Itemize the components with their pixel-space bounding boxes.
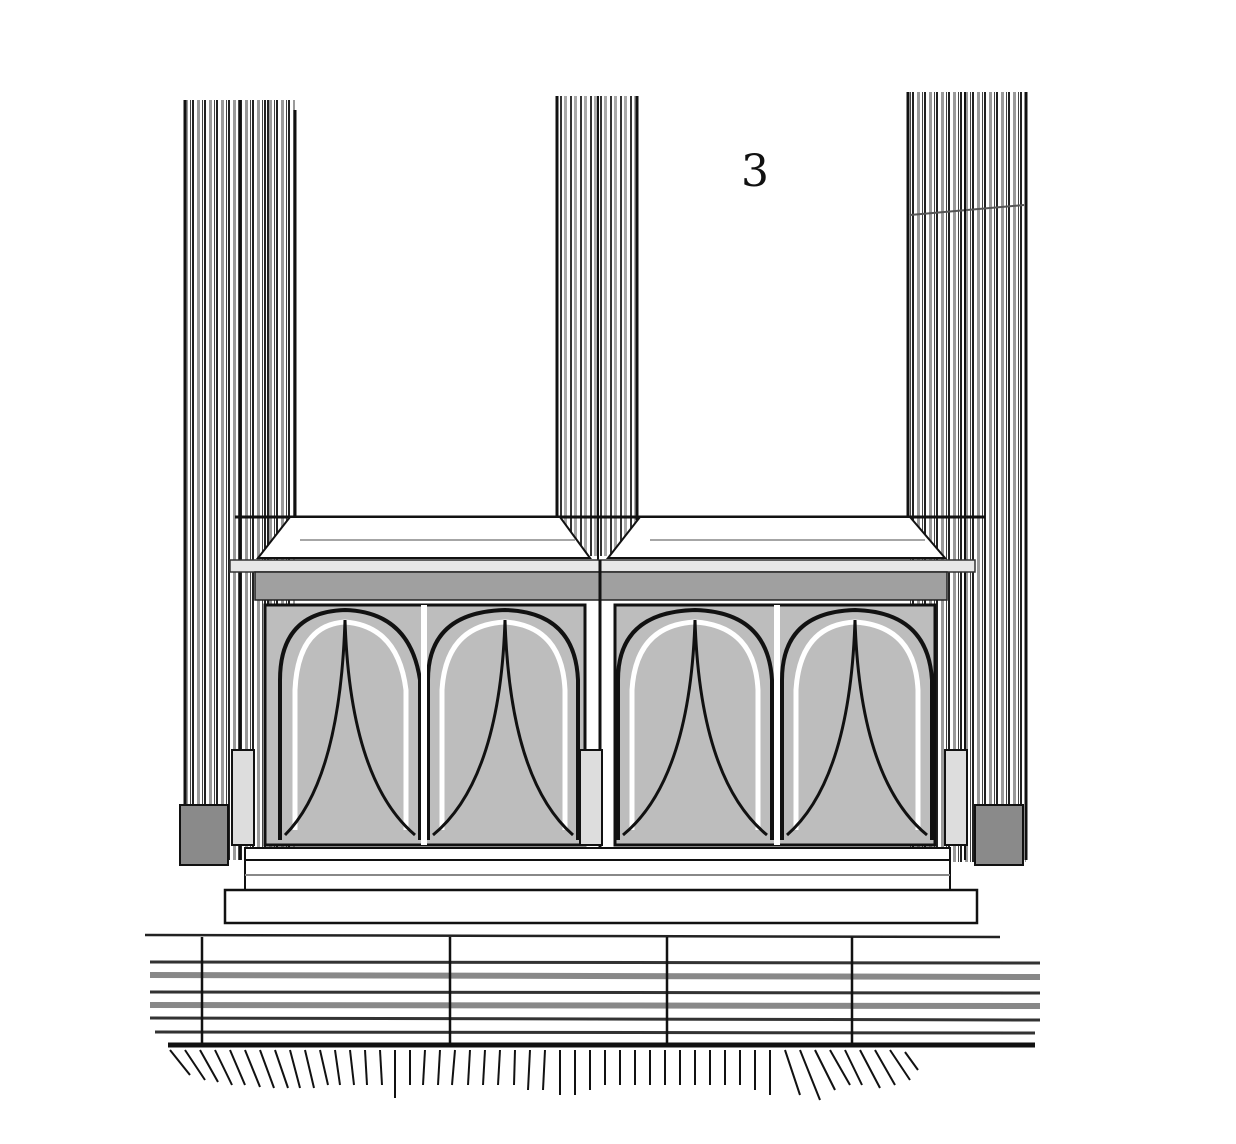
sill [229,515,985,885]
base-mouldings [223,847,979,925]
plate-number-label: 3 [741,146,769,197]
plinth [144,933,1041,1048]
panel-3 [616,607,774,840]
panel-2 [426,607,580,840]
tracery-panels [231,603,968,847]
panel-1 [278,607,422,840]
ground-hatching [169,1049,919,1101]
center-mullion [555,96,639,560]
panel-4 [780,607,934,840]
